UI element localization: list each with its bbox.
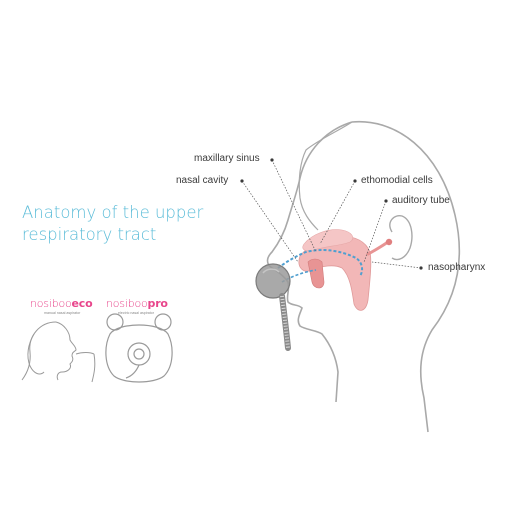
brand-eco-suffix: eco <box>71 297 93 310</box>
label-auditory-tube: auditory tube <box>392 195 450 206</box>
pro-illustration <box>105 313 173 383</box>
auditory-tube-end <box>385 238 393 246</box>
aspirator-tip-shine <box>262 268 280 274</box>
brand-eco: nosibooeco <box>30 297 93 310</box>
dot-auditory-tube <box>384 199 388 203</box>
eco-illustration <box>21 321 96 383</box>
page-title: Anatomy of the upper respiratory tract <box>22 202 252 246</box>
dot-nasopharynx <box>419 266 423 270</box>
brand-pro-suffix: pro <box>147 297 168 310</box>
label-nasopharynx: nasopharynx <box>428 262 486 273</box>
brand-pro-subtitle: electric nasal aspirator <box>118 311 154 315</box>
upper-sinus-tissue <box>302 229 354 252</box>
aspirator-tip-ring <box>255 263 291 299</box>
dot-ethmoidal-cells <box>353 179 357 183</box>
ear-outline <box>389 215 413 261</box>
palate-tissue <box>307 258 325 289</box>
brand-pro: nosiboopro <box>106 297 168 310</box>
leader-ethmoidal-cells <box>319 180 356 245</box>
aspirator-hose-ridges <box>280 295 290 349</box>
leader-nasal-cavity <box>241 180 299 263</box>
brand-pro-name: nosiboo <box>106 297 148 310</box>
hair-outline <box>298 121 353 231</box>
brand-eco-name: nosiboo <box>30 297 72 310</box>
title-line-1: Anatomy of the upper <box>22 203 204 222</box>
label-nasal-cavity: nasal cavity <box>176 175 229 186</box>
leader-maxillary-sinus <box>271 159 317 253</box>
airway-flow-lower <box>281 269 317 283</box>
dot-nasal-cavity <box>240 179 244 183</box>
label-maxillary-sinus: maxillary sinus <box>194 153 260 164</box>
aspirator-tip <box>256 264 290 298</box>
title-line-2: respiratory tract <box>22 225 157 244</box>
auditory-tube <box>366 240 390 256</box>
label-ethmoidal-cells: ethomodial cells <box>361 175 433 186</box>
head-profile-outline <box>351 120 461 433</box>
brand-eco-subtitle: manual nasal aspirator <box>44 311 81 315</box>
leader-auditory-tube <box>363 200 387 263</box>
aspirator-hose <box>279 293 291 351</box>
airway-flow <box>277 249 364 277</box>
leader-nasopharynx <box>371 261 422 269</box>
dot-maxillary-sinus <box>270 158 274 162</box>
